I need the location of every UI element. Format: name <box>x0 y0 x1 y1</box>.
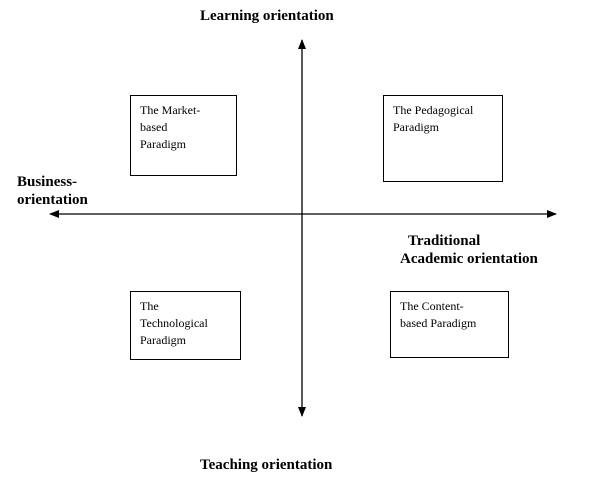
axis-label-left-line-2: orientation <box>17 192 88 208</box>
axis-label-right: Traditional Academic orientation <box>400 232 538 268</box>
axis-label-left: Business- orientation <box>17 173 88 209</box>
quadrant-box-pedagogical-paradigm: The Pedagogical Paradigm <box>383 95 503 182</box>
axis-label-right-line-2: Academic orientation <box>400 251 538 267</box>
quadrant-box-content-based-paradigm: The Content- based Paradigm <box>390 291 509 358</box>
box-line: The Content- <box>400 299 464 313</box>
axis-label-left-line-1: Business- <box>17 174 78 190</box>
box-line: The <box>140 299 159 313</box>
axis-label-bottom: Teaching orientation <box>200 457 333 473</box>
box-line: based <box>140 120 168 134</box>
box-line: Paradigm <box>140 137 186 151</box>
box-line: Paradigm <box>140 333 186 347</box>
box-line: Technological <box>140 316 208 330</box>
box-line: Paradigm <box>393 120 439 134</box>
box-line: The Market- <box>140 103 201 117</box>
box-line: The Pedagogical <box>393 103 474 117</box>
quadrant-box-market-based-paradigm: The Market- based Paradigm <box>130 95 237 176</box>
axis-label-top: Learning orientation <box>200 8 334 24</box>
axis-label-right-line-1: Traditional <box>408 233 481 249</box>
quadrant-box-technological-paradigm: The Technological Paradigm <box>130 291 241 360</box>
box-line: based Paradigm <box>400 316 477 330</box>
